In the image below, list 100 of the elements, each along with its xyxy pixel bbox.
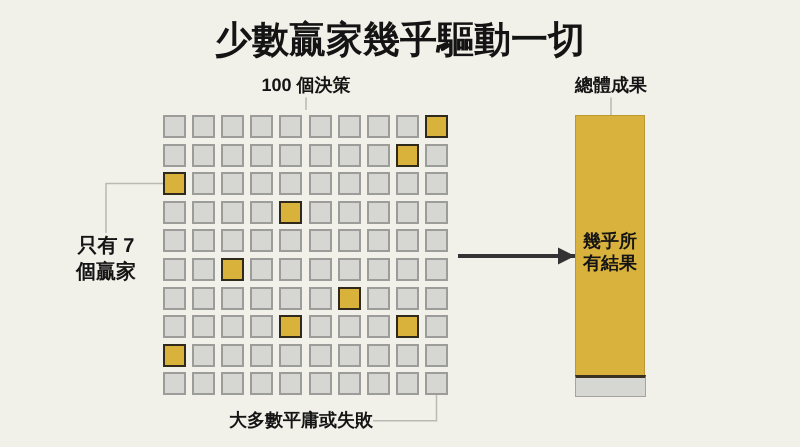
decision-square	[192, 344, 215, 367]
decision-square	[221, 172, 244, 195]
decision-square	[250, 372, 273, 395]
decision-square	[396, 229, 419, 252]
decision-square	[309, 144, 332, 167]
callout-text: 總體成果	[575, 74, 647, 98]
decision-square	[192, 258, 215, 281]
decision-square	[309, 344, 332, 367]
winner-square	[279, 315, 302, 338]
decision-square	[221, 144, 244, 167]
winner-square	[163, 172, 186, 195]
decision-square	[425, 229, 448, 252]
decision-square	[367, 315, 390, 338]
decision-square	[367, 372, 390, 395]
decision-square	[163, 258, 186, 281]
decision-square	[425, 287, 448, 310]
decision-square	[425, 172, 448, 195]
decision-square	[192, 144, 215, 167]
decision-square	[309, 229, 332, 252]
winner-square	[221, 258, 244, 281]
decision-square	[367, 115, 390, 138]
decision-square	[367, 287, 390, 310]
decision-square	[221, 315, 244, 338]
decision-square	[425, 315, 448, 338]
decision-square	[163, 144, 186, 167]
decision-square	[367, 172, 390, 195]
decision-square	[338, 372, 361, 395]
decision-square	[279, 344, 302, 367]
decision-square	[163, 229, 186, 252]
decision-square	[338, 172, 361, 195]
bar-label: 幾乎所有結果	[582, 230, 638, 274]
decision-square	[221, 229, 244, 252]
winner-square	[338, 287, 361, 310]
decision-square	[279, 115, 302, 138]
decision-square	[279, 144, 302, 167]
decision-square	[396, 172, 419, 195]
decision-square	[309, 372, 332, 395]
decision-square	[367, 144, 390, 167]
decision-square	[221, 287, 244, 310]
winner-square	[425, 115, 448, 138]
decision-square	[425, 201, 448, 224]
decision-square	[192, 287, 215, 310]
decision-square	[163, 372, 186, 395]
decision-square	[309, 315, 332, 338]
callout-text: 大多數平庸或失敗	[229, 409, 373, 432]
decision-square	[367, 229, 390, 252]
callout-text: 只有 7 個贏家	[74, 233, 138, 285]
decision-square	[221, 201, 244, 224]
decision-square	[338, 315, 361, 338]
decision-square	[250, 201, 273, 224]
decision-square	[250, 287, 273, 310]
leader-line	[610, 97, 612, 115]
decision-square	[309, 258, 332, 281]
decision-square	[309, 287, 332, 310]
decision-square	[279, 372, 302, 395]
decision-square	[367, 201, 390, 224]
decision-square	[250, 258, 273, 281]
decision-square	[396, 372, 419, 395]
decision-square	[396, 287, 419, 310]
decision-square	[279, 258, 302, 281]
decision-square	[192, 372, 215, 395]
decision-square	[279, 172, 302, 195]
decision-square	[163, 287, 186, 310]
decision-square	[250, 144, 273, 167]
winner-square	[396, 144, 419, 167]
decision-square	[309, 115, 332, 138]
decision-square	[425, 258, 448, 281]
leader-line	[105, 182, 163, 233]
decision-square	[163, 201, 186, 224]
decision-square	[338, 115, 361, 138]
outcome-bar	[575, 115, 645, 396]
decision-square	[192, 201, 215, 224]
winner-square	[396, 315, 419, 338]
decision-square	[338, 144, 361, 167]
decision-square	[192, 229, 215, 252]
decision-square	[192, 115, 215, 138]
decision-square	[309, 201, 332, 224]
decision-square	[367, 258, 390, 281]
decision-square	[338, 201, 361, 224]
winner-square	[279, 201, 302, 224]
decision-square	[221, 115, 244, 138]
decision-square	[250, 315, 273, 338]
decision-square	[396, 201, 419, 224]
decision-square	[396, 258, 419, 281]
leader-line	[305, 97, 307, 110]
decision-square	[338, 229, 361, 252]
decision-square	[279, 229, 302, 252]
decision-square	[338, 344, 361, 367]
decision-square	[338, 258, 361, 281]
winner-square	[163, 344, 186, 367]
decision-square	[192, 172, 215, 195]
decision-square	[279, 287, 302, 310]
decision-square	[367, 344, 390, 367]
decision-square	[163, 315, 186, 338]
leader-line	[373, 395, 438, 422]
decision-square	[425, 372, 448, 395]
decision-square	[425, 144, 448, 167]
arrow	[458, 247, 575, 265]
decision-square	[396, 344, 419, 367]
decision-square	[221, 372, 244, 395]
